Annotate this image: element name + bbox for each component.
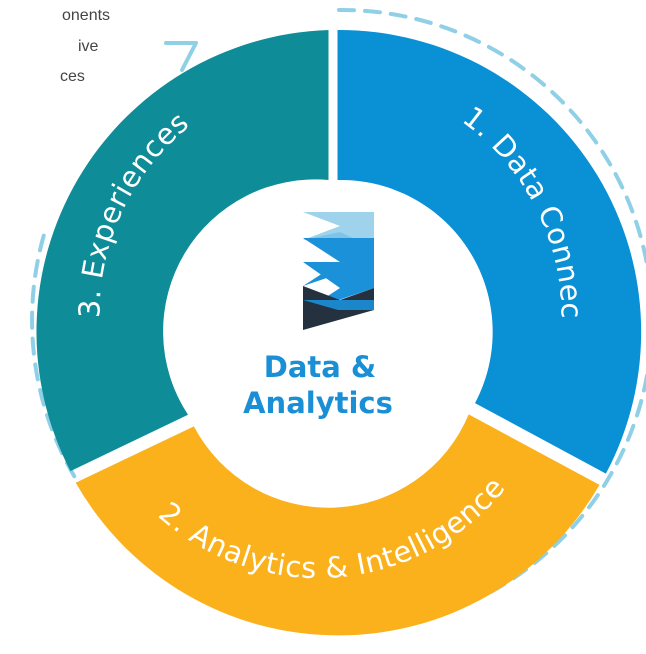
partial-description-text: onents ive ces: [60, 7, 110, 85]
segment-analytics-intelligence: [75, 414, 600, 636]
note-line-1: onents: [62, 7, 110, 24]
cycle-arrowhead-icon: [164, 41, 198, 72]
layered-chevrons-logo: [303, 212, 374, 330]
center-title-line-2: Analytics: [243, 386, 393, 420]
center-title-line-1: Data &: [264, 350, 376, 384]
segment-data-connectivity: [337, 29, 642, 474]
note-line-2: ive: [78, 38, 99, 55]
segment-experiences: [36, 30, 329, 472]
note-line-3: ces: [60, 68, 85, 85]
